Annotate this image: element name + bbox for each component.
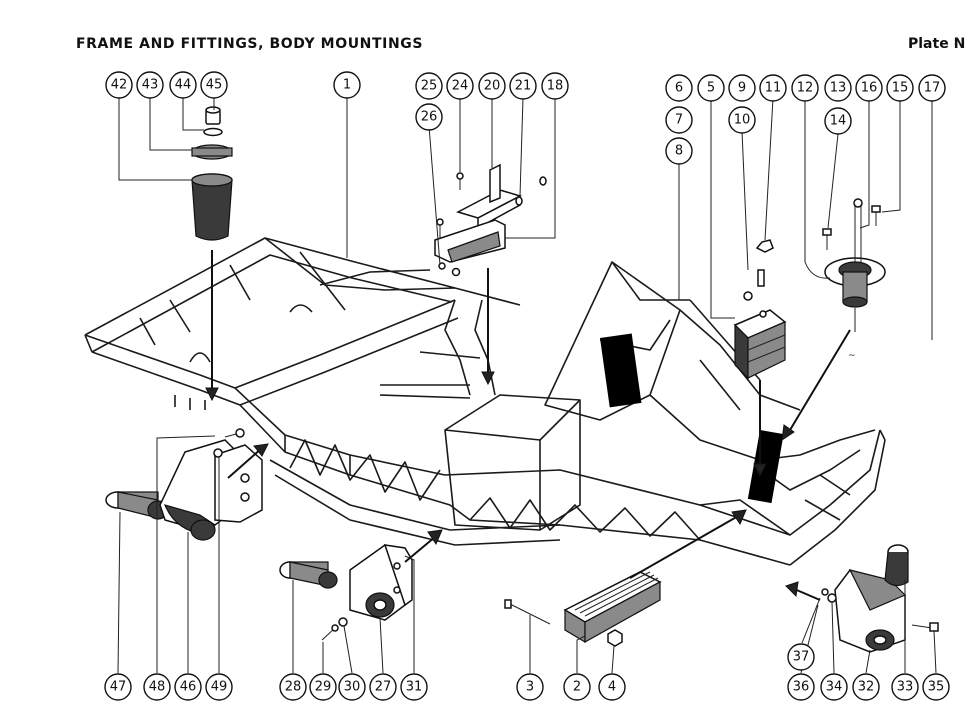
leader-lines [117,97,937,674]
callout-8: 8 [665,137,693,165]
svg-text:45: 45 [206,78,223,93]
svg-text:~: ~ [848,351,856,361]
svg-text:44: 44 [175,78,192,93]
callout-45: 45 [200,71,228,99]
svg-text:10: 10 [734,113,751,128]
callout-4: 4 [598,673,626,701]
callout-7: 7 [665,106,693,134]
svg-text:42: 42 [111,78,128,93]
callout-10: 10 [728,106,756,134]
svg-text:26: 26 [421,110,438,125]
callout-25: 25 [415,72,443,100]
callout-12: 12 [791,74,819,102]
svg-text:15: 15 [892,81,909,96]
chassis-frame [84,237,886,566]
rear-mounting-bracket-assembly [105,428,269,541]
callout-1: 1 [333,71,361,99]
svg-text:29: 29 [315,680,332,695]
svg-text:6: 6 [675,81,683,96]
callout-5: 5 [697,74,725,102]
callout-16: 16 [855,74,883,102]
callout-24: 24 [446,72,474,100]
svg-text:36: 36 [793,680,810,695]
callout-13: 13 [824,74,852,102]
svg-text:18: 18 [547,79,564,94]
svg-text:47: 47 [110,680,127,695]
callout-33: 33 [891,673,919,701]
svg-text:30: 30 [344,680,361,695]
engine-mounting-assembly: ~ [733,198,886,478]
svg-text:32: 32 [858,680,875,695]
plate-label: Plate N [908,36,966,52]
svg-text:35: 35 [928,680,945,695]
side-mounting-bracket-assembly [279,529,443,641]
callout-31: 31 [400,673,428,701]
callout-44: 44 [169,71,197,99]
callout-36: 36 [787,673,815,701]
svg-text:16: 16 [861,81,878,96]
svg-text:3: 3 [526,680,534,695]
svg-text:34: 34 [826,680,843,695]
callout-27: 27 [369,673,397,701]
svg-text:49: 49 [211,680,228,695]
svg-text:13: 13 [830,81,847,96]
callout-6: 6 [665,74,693,102]
callout-46: 46 [174,673,202,701]
callout-34: 34 [820,673,848,701]
svg-text:1: 1 [343,78,351,93]
svg-text:17: 17 [924,81,941,96]
callout-15: 15 [886,74,914,102]
callout-49: 49 [205,673,233,701]
mounting-bracket-assembly [434,163,547,386]
svg-text:12: 12 [797,81,814,96]
callout-28: 28 [279,673,307,701]
callout-42: 42 [105,71,133,99]
callout-29: 29 [309,673,337,701]
svg-text:31: 31 [406,680,423,695]
svg-text:21: 21 [515,79,532,94]
callout-2: 2 [563,673,591,701]
buffer-assembly [191,106,233,402]
svg-text:27: 27 [375,680,392,695]
callout-35: 35 [922,673,950,701]
callout-20: 20 [478,72,506,100]
callout-9: 9 [728,74,756,102]
svg-text:28: 28 [285,680,302,695]
svg-text:5: 5 [707,81,715,96]
svg-text:4: 4 [608,680,616,695]
svg-text:37: 37 [793,650,810,665]
callout-labels: 42 43 44 45 1 25 26 24 20 21 18 6 7 8 5 … [104,71,950,701]
svg-text:8: 8 [675,144,683,159]
callout-3: 3 [516,673,544,701]
svg-text:11: 11 [765,81,782,96]
callout-18: 18 [541,72,569,100]
callout-37: 37 [787,643,815,671]
callout-32: 32 [852,673,880,701]
svg-text:48: 48 [149,680,166,695]
svg-text:14: 14 [830,114,847,129]
callout-26: 26 [415,103,443,131]
page-title: FRAME AND FITTINGS, BODY MOUNTINGS [76,36,424,52]
svg-text:43: 43 [142,78,159,93]
callout-47: 47 [104,673,132,701]
callout-48: 48 [143,673,171,701]
svg-text:9: 9 [738,81,746,96]
svg-text:20: 20 [484,79,501,94]
callout-43: 43 [136,71,164,99]
front-mounting-bracket-assembly [785,544,939,653]
svg-text:33: 33 [897,680,914,695]
front-pad-assembly [504,509,747,647]
svg-text:46: 46 [180,680,197,695]
callout-30: 30 [338,673,366,701]
svg-text:25: 25 [421,79,438,94]
svg-text:24: 24 [452,79,469,94]
svg-text:2: 2 [573,680,581,695]
svg-text:7: 7 [675,113,683,128]
callout-17: 17 [918,74,946,102]
callout-11: 11 [759,74,787,102]
callout-21: 21 [509,72,537,100]
callout-14: 14 [824,107,852,135]
